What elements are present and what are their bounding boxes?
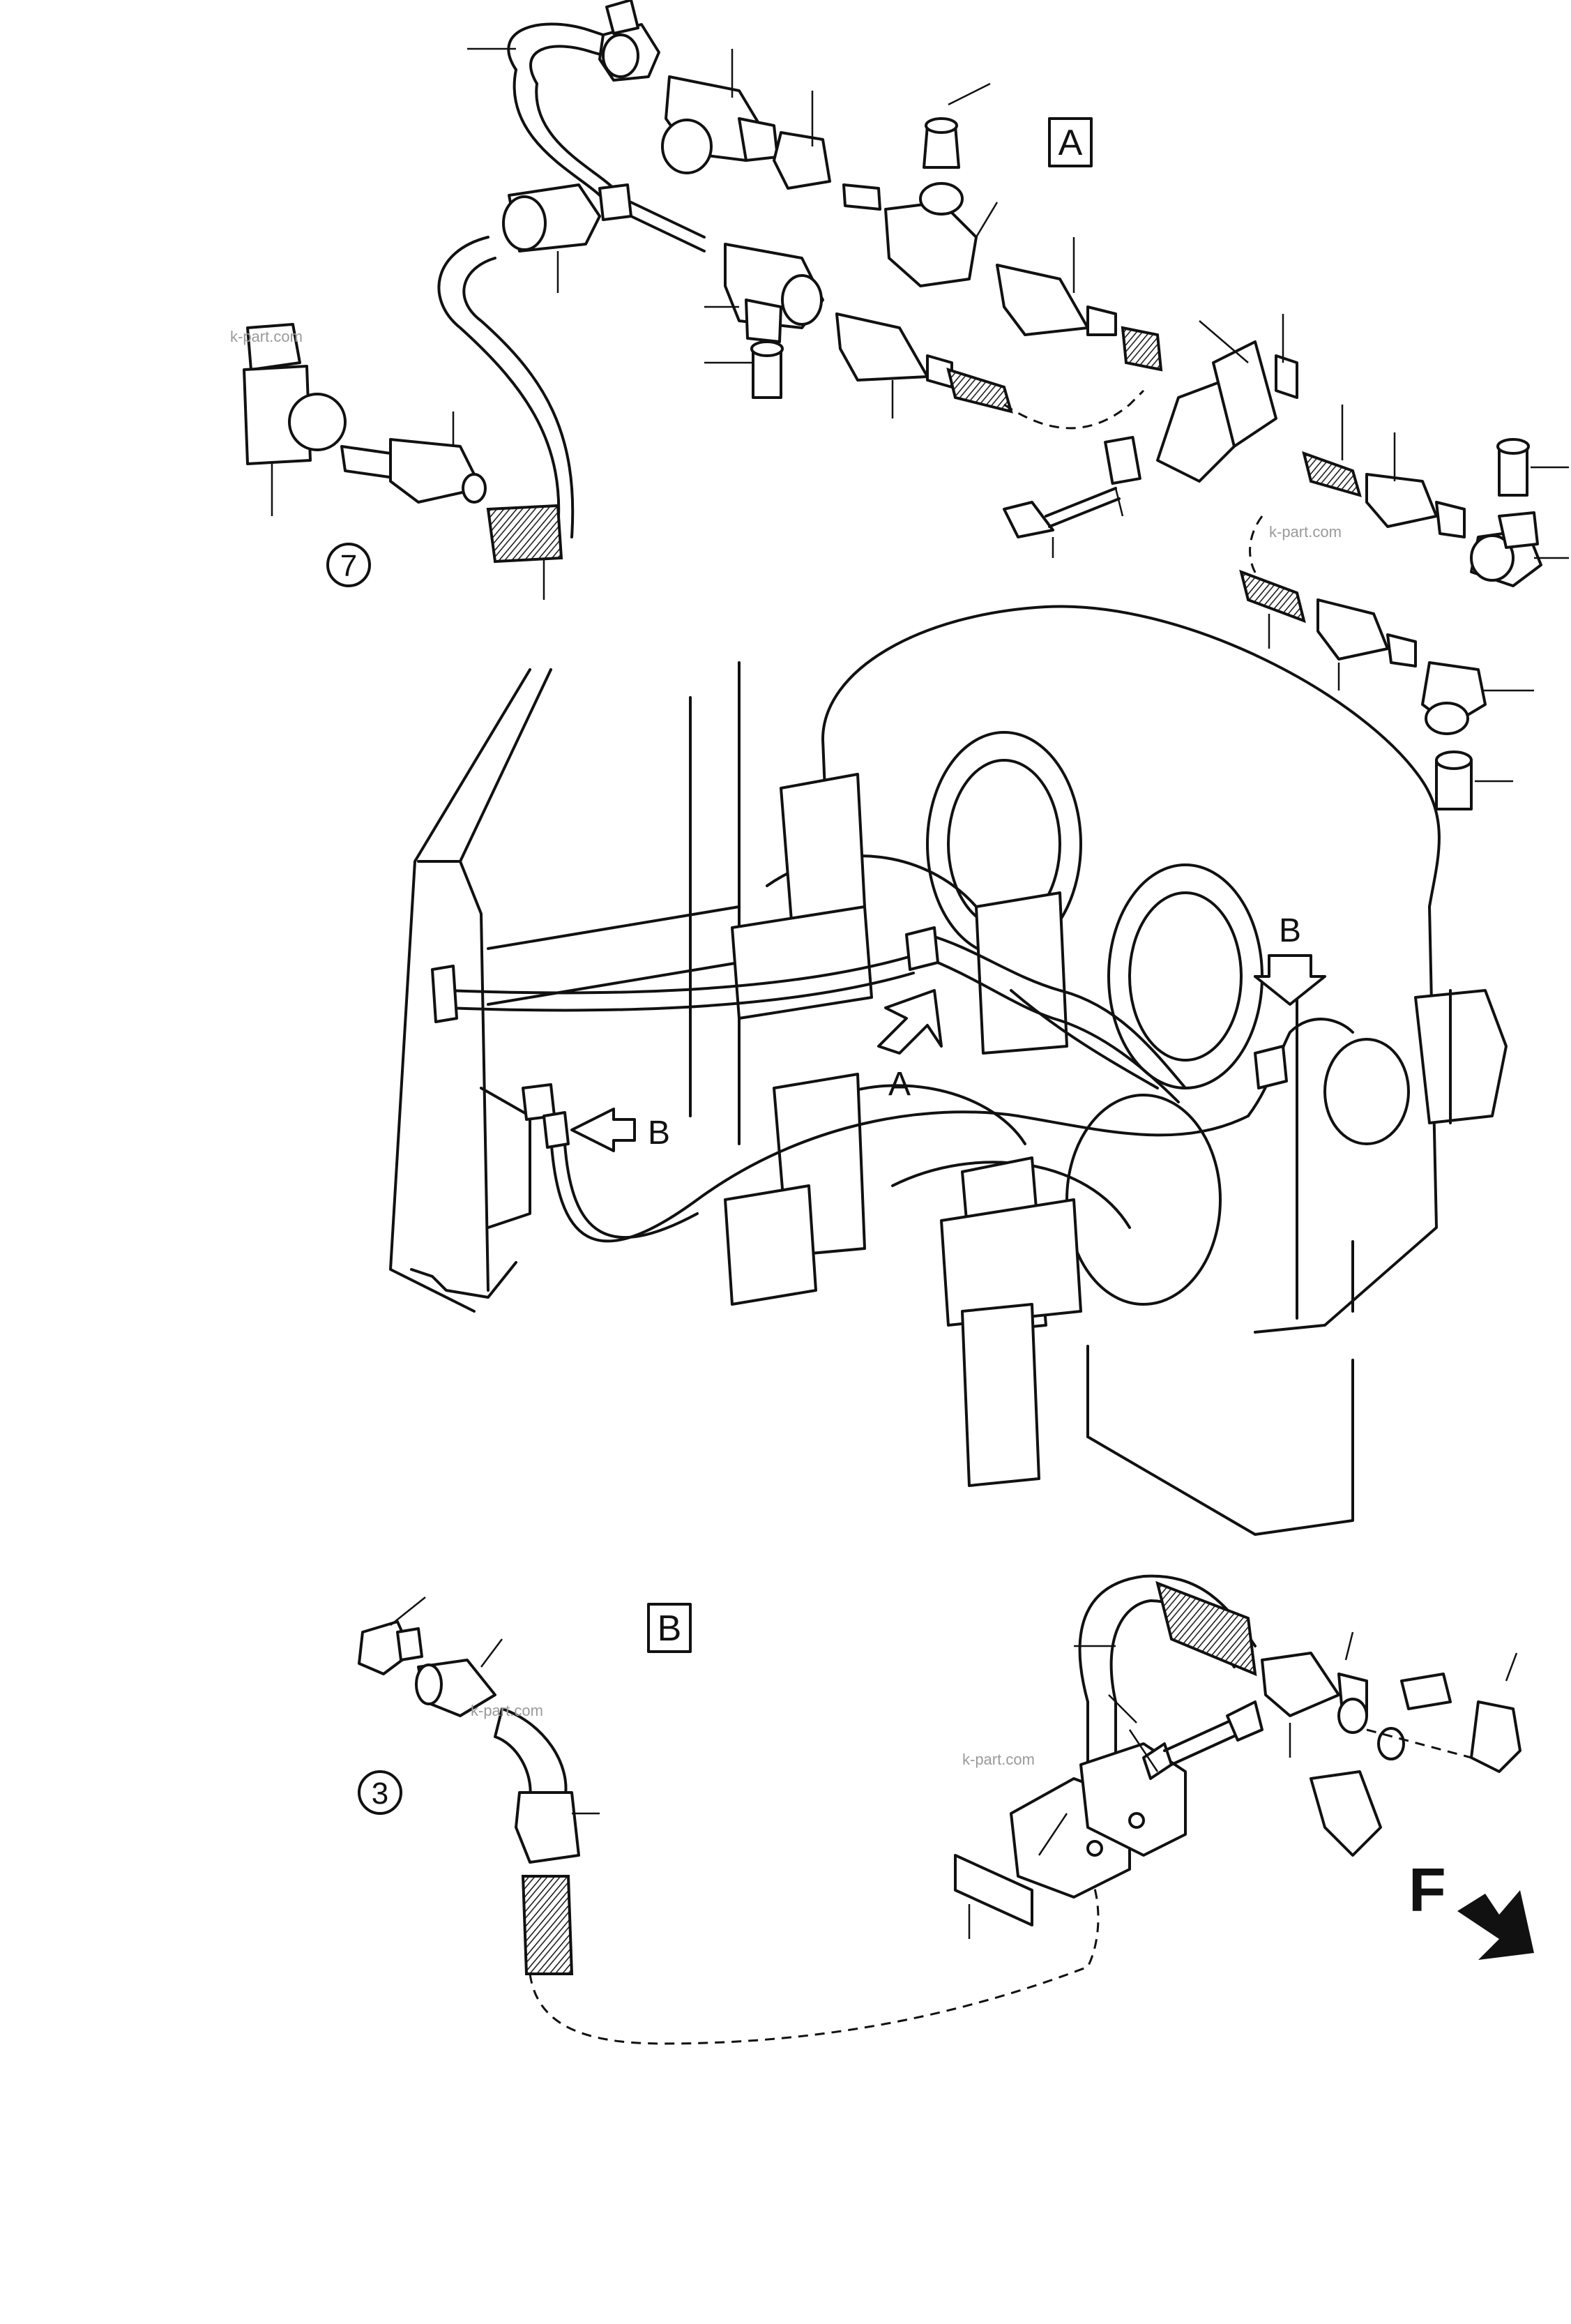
bleeder-valve-right-lower (1435, 750, 1473, 810)
nut-fitting-b (415, 1659, 496, 1717)
view-arrow-b-lower-label: B (648, 1115, 670, 1152)
watermark-2: k-part.com (1269, 523, 1342, 541)
detail-a-label: A (1058, 123, 1083, 163)
hose-end-left (502, 183, 632, 252)
watermark-4: k-part.com (962, 1751, 1035, 1768)
view-arrow-a-label: A (888, 1066, 911, 1103)
callout-7-circle (326, 543, 371, 587)
view-arrow-b-upper: B (1254, 912, 1326, 1006)
o-ring-b (1377, 1727, 1405, 1760)
hose-coupler-mid (996, 264, 1117, 336)
detail-b-label: B (658, 1608, 682, 1649)
tee-fitting-upper (661, 75, 779, 174)
front-direction-arrow-icon (1457, 1890, 1534, 1960)
elbow-fitting-right-lower (1421, 661, 1487, 735)
view-arrow-b-lower: B (570, 1108, 670, 1152)
hose-coupler-right-lower (1316, 598, 1417, 667)
bleeder-valve-lower (750, 340, 784, 399)
callout-7-tee-inset: 7 (243, 323, 487, 587)
watermark-3: k-part.com (471, 1702, 543, 1719)
detail-b-exploded-view: B 3 (358, 1574, 1534, 2045)
bleeder-valve-top (923, 117, 960, 169)
nipple-fitting-upper (773, 131, 831, 190)
callout-3-label: 3 (372, 1776, 388, 1811)
clamp-bolt-b (1142, 1700, 1263, 1780)
hose-coupler-lower (835, 312, 953, 388)
detail-a-exploded-view: A (437, 0, 1569, 810)
front-direction-letter: F (1409, 1855, 1446, 1924)
leader-lines-detail-a (467, 47, 1569, 783)
clamp-plate-b (954, 1854, 1033, 1926)
hose-coupler-b (1261, 1652, 1368, 1734)
bleeder-valve-right-upper (1496, 438, 1530, 497)
front-direction-marker: F (1409, 1855, 1534, 1960)
callout-3-circle (358, 1770, 402, 1815)
tee-fitting-lower (724, 243, 824, 343)
clamp-bolt (1003, 487, 1121, 538)
elbow-fitting-right (1470, 511, 1542, 587)
callout-7-label: 7 (340, 549, 357, 583)
flange-half-b-lower (1310, 1770, 1382, 1857)
detail-b-label-box (647, 1603, 692, 1653)
tee-fitting-mid (884, 182, 978, 287)
hose-coupler-right-upper (1365, 473, 1466, 538)
fitting-nut-top (598, 0, 660, 82)
detail-a-label-box (1048, 117, 1093, 167)
elbow-hose-end-b (494, 1707, 580, 1864)
view-arrow-b-upper-label: B (1279, 912, 1301, 949)
machine-overview (389, 605, 1508, 1536)
adapter-fitting-b (358, 1620, 423, 1675)
flange-half-b-upper (1400, 1673, 1521, 1773)
view-arrow-a: A (877, 989, 943, 1103)
watermark-1: k-part.com (230, 328, 303, 345)
hose-clamp-assembly (1104, 340, 1298, 485)
